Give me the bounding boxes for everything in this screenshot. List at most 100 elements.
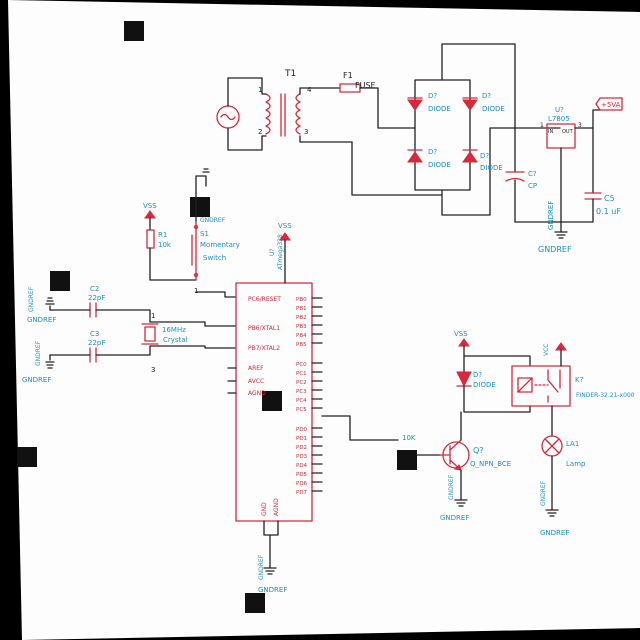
mcu-pin-label: PD7 [296,490,308,496]
crystal-section: C2 22pF C3 22pF GNDREF GNDREF GNDREF GND… [22,285,237,384]
bulk-cap-value: CP [528,182,537,190]
redaction-block [50,271,70,291]
mcu-pin-label: PD3 [296,454,308,460]
mcu-value: ATmega328 [277,234,284,270]
mcu-pin-label: PD2 [296,445,307,451]
fuse-ref: F1 [343,71,353,80]
mcu-pin-label: PC1 [296,371,307,377]
mcu-pin-label: PB4 [296,333,307,339]
bridge-rectifier: D? DIODE D? DIODE D? DIODE D? DIODE [351,43,561,216]
mcu-pin-label: PD4 [296,463,308,469]
transformer-ref: T1 [284,69,296,79]
cap-out-ref: C5 [604,194,615,203]
switch-name: Momentary [200,241,240,249]
transformer-pin-4: 4 [307,86,312,94]
vss-label: VSS [278,222,292,230]
transistor-ref: Q? [473,446,484,455]
regulator-pin-in: IN [548,129,553,135]
regulator-pin-out: OUT [562,129,574,135]
gnd-label: GNDREF [448,474,455,500]
gnd-label: GNDREF [540,480,547,506]
mcu-pin-label: PB2 [296,315,307,321]
mcu-pin-label: PC3 [296,389,307,395]
resistor-value: 10k [158,241,172,249]
crystal-pin: 3 [151,366,155,374]
bulk-capacitor: C? CP [505,127,537,223]
mcu-pin-label: AVCC [248,378,264,385]
transformer-pin-3: 3 [304,128,308,136]
mcu-left-pins: PC6/RESET PB6/XTAL1 PB7/XTAL2 AREF AVCC … [227,296,281,397]
regulator-pin-3: 3 [578,122,582,129]
diode-value: DIODE [428,105,451,113]
vout-label-text: +5VA [601,101,621,109]
crystal-name: Crystal [163,336,188,344]
transistor-value: Q_NPN_BCE [470,460,511,468]
redaction-block [17,447,37,467]
diode-ref: D? [473,371,482,379]
mcu-pin-label: PB3 [296,324,307,330]
paper [8,0,640,640]
cap-out-value: 0.1 uF [596,207,621,216]
mcu-pin-label: PD6 [296,481,308,487]
gnd-label: GNDREF [540,529,569,537]
mcu-pin-label: PC0 [296,362,307,368]
mcu-ref: U? [269,248,276,256]
gnd-label: GNDREF [35,340,42,366]
gnd-label: GNDREF [22,376,51,384]
base-resistor-label: 10K [402,434,416,442]
redaction-block [124,21,144,41]
diode-value: DIODE [428,161,451,169]
crystal-pin: 1 [151,312,155,320]
switch-ref: S1 [200,230,209,238]
gnd-label: GNDREF [258,554,265,580]
mcu-pin-label: PD0 [296,427,308,433]
transformer-pin-2: 2 [258,128,262,136]
gnd-label: GNDREF [440,514,469,522]
transformer-pin-1: 1 [258,86,262,94]
c2-ref: C2 [90,285,99,293]
diode-ref: D? [428,92,437,100]
vout-label: +5VA [595,97,623,111]
momentary-switch: GNDREF S1 Momentary Switch 1 [191,168,240,295]
mcu-pin-label: GND [261,502,268,516]
mcu-right-pins: PB0 PB1 PB2 PB3 PB4 PB5 PC0 PC1 PC2 PC3 … [296,297,323,496]
resistor-ref: R1 [158,231,167,239]
output-capacitor: C5 0.1 uF [514,192,621,233]
reset-section: VSS R1 10k GNDREF S1 Momentary Switch 1 [143,168,240,298]
relay: K? FINDER-32.21-x000 [511,365,635,407]
crystal: 1 3 16MHz Crystal [141,312,188,374]
diode-value: DIODE [482,105,505,113]
bulk-cap-ref: C? [528,170,537,178]
output-section: 10K Q? Q_NPN_BCE GNDREF GNDREF VSS D? DI… [321,330,635,537]
vss-label: VSS [143,202,157,210]
mcu-pin-label: PC2 [296,380,307,386]
gnd-label: GNDREF [538,245,572,254]
redaction-block [190,197,210,217]
mcu-pin-label: PC5 [296,407,307,413]
fuse: F1 FUSE [339,71,416,129]
gnd-label: GNDREF [28,286,35,312]
regulator-ground: GNDREF GNDREF [538,201,572,254]
diode-ref: D? [482,92,491,100]
switch-pin: 1 [194,287,198,295]
mcu-pin-label: PB1 [296,306,307,312]
redaction-block [262,391,282,411]
regulator-pin-1: 1 [540,122,544,129]
diode-ref: D? [428,148,437,156]
regulator-value: L7805 [548,115,570,123]
redaction-block [245,593,265,613]
mcu-pin-label: AREF [248,365,264,372]
npn-transistor: Q? Q_NPN_BCE [439,439,511,471]
c3-ref: C3 [90,330,99,338]
vcc-label: VCC [543,344,550,356]
lamp-ref: LA1 [566,440,579,448]
relay-value: FINDER-32.21-x000 [576,392,635,399]
mcu-pin-label: PD5 [296,472,308,478]
voltage-regulator: U? L7805 IN OUT 1 3 [540,106,601,223]
c2-value: 22pF [88,294,105,302]
power-section: T1 1 2 4 3 F1 FUSE D? DIODE D? [216,43,623,254]
redaction-block [397,450,417,470]
gnd-label: GNDREF [200,217,226,224]
mcu-pin-label: PB0 [296,297,307,303]
regulator-ref: U? [555,106,564,114]
